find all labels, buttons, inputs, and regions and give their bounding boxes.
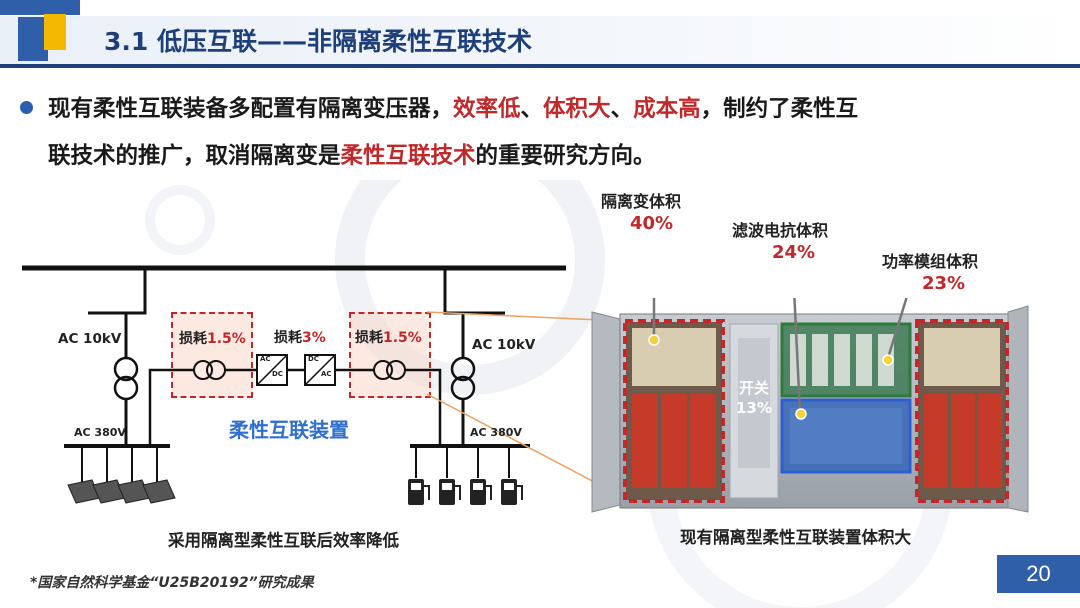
converter2-top-label: DC [308, 355, 319, 363]
annotation-module-name: 功率模组体积 [882, 252, 979, 271]
loss-box-right [349, 312, 431, 398]
annotation-filter-name: 滤波电抗体积 [732, 221, 829, 240]
footnote: *国家自然科学基金“U25B20192”研究成果 [30, 575, 314, 591]
converter1-top-label: AC [260, 355, 271, 363]
annotation-module-value: 23% [922, 273, 966, 294]
page-number: 20 [997, 555, 1080, 593]
annotation-transformer-name: 隔离变体积 [601, 192, 682, 211]
loss-mid: 损耗3% [274, 330, 326, 346]
page-title: 3.1 低压互联——非隔离柔性互联技术 [104, 27, 532, 56]
ac-380v-right-label: AC 380V [470, 426, 522, 439]
circuit-diagram [22, 265, 600, 505]
ac-10kv-right-label: AC 10kV [472, 337, 536, 353]
converter2-bottom-label: AC [321, 370, 332, 378]
annotation-filter-value: 24% [772, 242, 816, 263]
bullet-line-2: 联技术的推广，取消隔离变是柔性互联技术的重要研究方向。 [48, 143, 656, 169]
loss-right: 损耗1.5% [355, 330, 422, 346]
photo-caption: 现有隔离型柔性互联装置体积大 [680, 528, 911, 547]
loss-box-left [171, 312, 253, 398]
bullet-dot [20, 101, 33, 114]
title-rule [0, 64, 1080, 68]
cabinet-photo [591, 298, 1029, 513]
device-label: 柔性互联装置 [229, 418, 349, 442]
title-bar [0, 16, 1080, 64]
ac-380v-left-label: AC 380V [74, 426, 126, 439]
ac-10kv-left-label: AC 10kV [58, 331, 122, 347]
annotation-transformer-value: 40% [630, 213, 674, 234]
bullet-line-1: 现有柔性互联装备多配置有隔离变压器，效率低、体积大、成本高，制约了柔性互 [48, 96, 859, 122]
loss-left: 损耗1.5% [179, 331, 246, 347]
converter1-bottom-label: DC [272, 370, 283, 378]
logo-icon [0, 0, 80, 61]
diagram-caption: 采用隔离型柔性互联后效率降低 [168, 531, 399, 550]
